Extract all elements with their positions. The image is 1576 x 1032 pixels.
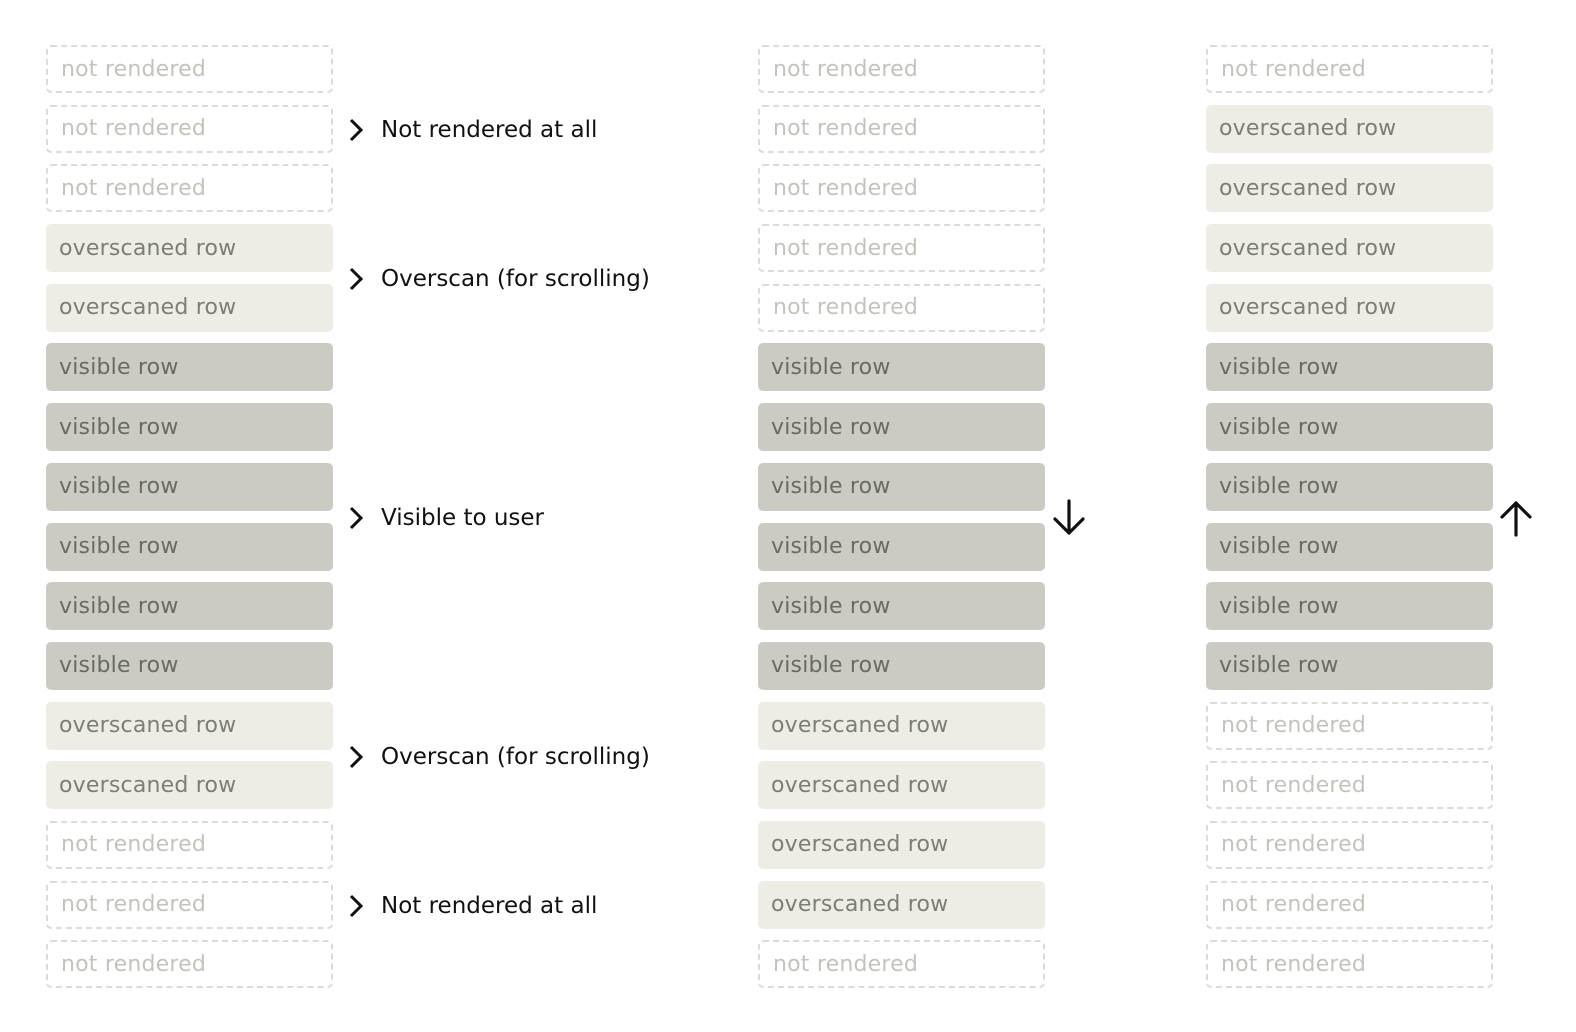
chevron-right-icon bbox=[349, 894, 364, 918]
row-not-rendered: not rendered bbox=[758, 164, 1045, 213]
row-not-rendered: not rendered bbox=[758, 104, 1045, 153]
arrow-up-icon bbox=[1500, 501, 1532, 537]
row-not-rendered: not rendered bbox=[758, 224, 1045, 273]
chevron-right-icon bbox=[349, 745, 364, 769]
label-overscan-top: Overscan (for scrolling) bbox=[346, 264, 650, 294]
label-not-rendered-top: Not rendered at all bbox=[346, 115, 597, 145]
row-overscaned: overscaned row bbox=[1206, 283, 1493, 332]
row-not-rendered: not rendered bbox=[1206, 940, 1493, 989]
label-text: Not rendered at all bbox=[381, 117, 598, 143]
row-visible: visible row bbox=[46, 522, 333, 571]
row-list-scrolling-up: not rendered overscaned row overscaned row… bbox=[1206, 45, 1493, 989]
row-overscaned: overscaned row bbox=[46, 283, 333, 332]
row-visible: visible row bbox=[46, 343, 333, 392]
row-visible: visible row bbox=[46, 462, 333, 511]
row-visible: visible row bbox=[1206, 343, 1493, 392]
row-overscaned: overscaned row bbox=[758, 820, 1045, 869]
row-not-rendered: not rendered bbox=[46, 45, 333, 93]
row-visible: visible row bbox=[758, 462, 1045, 511]
row-not-rendered: not rendered bbox=[1206, 761, 1493, 810]
label-text: Visible to user bbox=[381, 505, 545, 531]
row-overscaned: overscaned row bbox=[758, 880, 1045, 929]
row-list-annotated: not rendered not rendered not rendered over… bbox=[46, 45, 333, 989]
row-not-rendered: not rendered bbox=[46, 880, 333, 929]
row-visible: visible row bbox=[1206, 522, 1493, 571]
row-visible: visible row bbox=[758, 582, 1045, 631]
row-not-rendered: not rendered bbox=[758, 45, 1045, 93]
row-not-rendered: not rendered bbox=[758, 940, 1045, 989]
row-overscaned: overscaned row bbox=[758, 701, 1045, 750]
row-not-rendered: not rendered bbox=[46, 940, 333, 989]
row-overscaned: overscaned row bbox=[1206, 224, 1493, 273]
row-not-rendered: not rendered bbox=[46, 104, 333, 153]
row-not-rendered: not rendered bbox=[758, 283, 1045, 332]
row-not-rendered: not rendered bbox=[46, 820, 333, 869]
row-not-rendered: not rendered bbox=[46, 164, 333, 213]
row-not-rendered: not rendered bbox=[1206, 880, 1493, 929]
row-overscaned: overscaned row bbox=[46, 761, 333, 810]
label-text: Overscan (for scrolling) bbox=[381, 744, 650, 770]
chevron-right-icon bbox=[349, 267, 364, 291]
row-visible: visible row bbox=[758, 522, 1045, 571]
arrow-down-icon bbox=[1053, 499, 1085, 535]
row-overscaned: overscaned row bbox=[1206, 104, 1493, 153]
row-visible: visible row bbox=[46, 582, 333, 631]
row-visible: visible row bbox=[758, 343, 1045, 392]
label-visible: Visible to user bbox=[346, 503, 544, 533]
row-list-scrolling-down: not rendered not rendered not rendered not … bbox=[758, 45, 1045, 989]
row-visible: visible row bbox=[758, 403, 1045, 452]
row-overscaned: overscaned row bbox=[758, 761, 1045, 810]
row-not-rendered: not rendered bbox=[1206, 45, 1493, 93]
label-text: Not rendered at all bbox=[381, 893, 598, 919]
row-visible: visible row bbox=[1206, 403, 1493, 452]
row-overscaned: overscaned row bbox=[46, 701, 333, 750]
chevron-right-icon bbox=[349, 506, 364, 530]
row-visible: visible row bbox=[758, 641, 1045, 690]
row-visible: visible row bbox=[46, 403, 333, 452]
label-not-rendered-bottom: Not rendered at all bbox=[346, 891, 597, 921]
row-visible: visible row bbox=[1206, 641, 1493, 690]
row-visible: visible row bbox=[1206, 462, 1493, 511]
row-not-rendered: not rendered bbox=[1206, 701, 1493, 750]
label-overscan-bottom: Overscan (for scrolling) bbox=[346, 742, 650, 772]
row-visible: visible row bbox=[1206, 582, 1493, 631]
row-visible: visible row bbox=[46, 641, 333, 690]
row-not-rendered: not rendered bbox=[1206, 820, 1493, 869]
label-text: Overscan (for scrolling) bbox=[381, 266, 650, 292]
chevron-right-icon bbox=[349, 118, 364, 142]
row-overscaned: overscaned row bbox=[46, 224, 333, 273]
row-overscaned: overscaned row bbox=[1206, 164, 1493, 213]
